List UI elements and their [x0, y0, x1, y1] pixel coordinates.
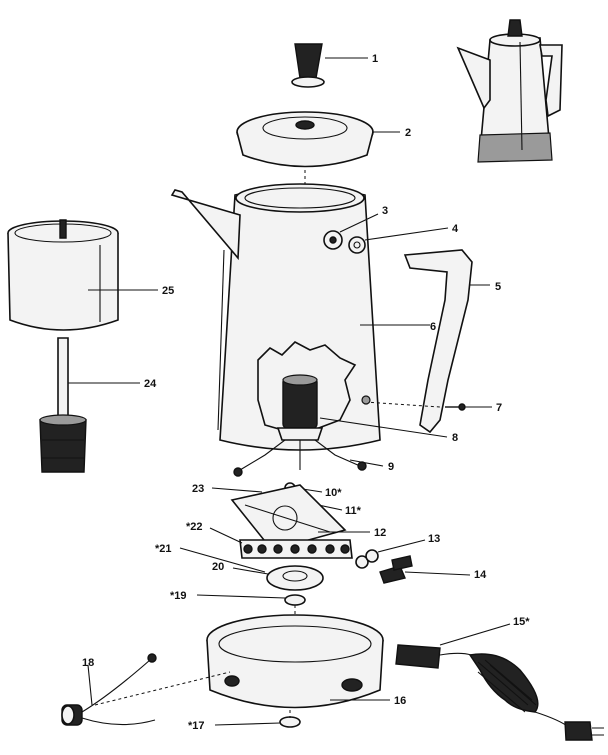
callout-7: 7 — [496, 402, 502, 414]
part-23-bracket — [211, 487, 263, 493]
part-24-pump-stem — [39, 337, 140, 473]
callout-8: 8 — [452, 432, 458, 444]
callout-14: 14 — [474, 569, 487, 581]
part-2-lid — [236, 111, 400, 168]
part-25-coffee-basket — [7, 219, 158, 331]
callout-24: 24 — [144, 378, 157, 390]
callout-1: 1 — [372, 53, 378, 65]
part-22-terminal-strip — [209, 527, 353, 559]
callout-labels: 1 2 3 4 5 6 7 8 9 10* 11* 12 13 14 15* 1… — [82, 53, 530, 732]
part-17-foot — [214, 710, 301, 728]
part-14-pilot-lamp — [379, 555, 471, 584]
part-18-pilot-light — [61, 653, 231, 726]
callout-21: *21 — [155, 543, 172, 555]
callout-17: *17 — [188, 720, 205, 732]
part-20-base-plate — [232, 565, 324, 591]
callout-13: 13 — [428, 533, 440, 545]
callout-20: 20 — [212, 561, 224, 573]
part-4-washer — [348, 227, 449, 254]
part-5-handle — [403, 249, 490, 434]
part-19-nut — [196, 594, 306, 606]
part-8-heating-element — [276, 374, 448, 441]
part-15-cord-set — [395, 623, 604, 741]
part-3-gasket — [323, 213, 379, 250]
callout-25: 25 — [162, 285, 174, 297]
callout-23: 23 — [192, 483, 204, 495]
callout-6: 6 — [430, 321, 436, 333]
assembled-percolator-thumbnail — [456, 19, 563, 163]
callout-2: 2 — [405, 127, 411, 139]
part-16-base — [206, 614, 390, 709]
callout-4: 4 — [452, 223, 459, 235]
callout-5: 5 — [495, 281, 501, 293]
callout-19: *19 — [170, 590, 187, 602]
callout-22: *22 — [186, 521, 203, 533]
callout-11: 11* — [345, 505, 362, 517]
callout-3: 3 — [382, 205, 388, 217]
callout-9: 9 — [388, 461, 394, 473]
part-13-lamp-washer — [355, 539, 426, 569]
callout-18: 18 — [82, 657, 94, 669]
part-9-terminals — [233, 439, 384, 477]
part-21-plate-gasket — [179, 547, 266, 573]
callout-16: 16 — [394, 695, 406, 707]
part-1-lid-knob — [291, 43, 368, 88]
part-12-thermostat — [230, 484, 370, 551]
part-7-screw — [361, 395, 492, 411]
callout-12: 12 — [374, 527, 386, 539]
callout-15: 15* — [513, 616, 530, 628]
callout-10: 10* — [325, 487, 342, 499]
